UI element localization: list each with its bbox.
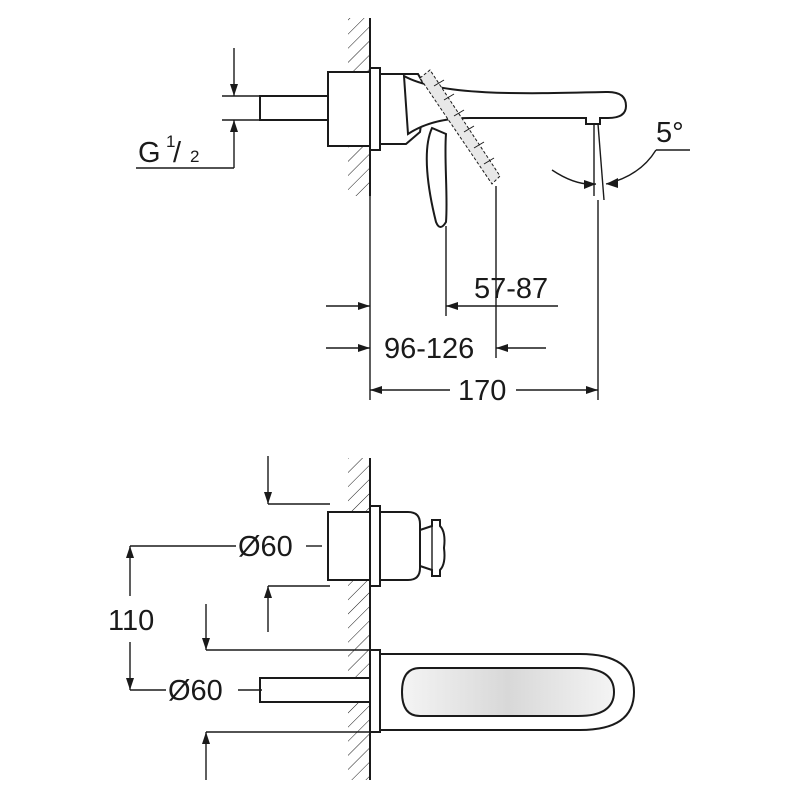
thread-label-num: 1 (166, 132, 175, 151)
lever-range-dimension: 57-87 (326, 273, 558, 310)
thread-dimension: G 1 / 2 (136, 48, 262, 169)
dim-lever-range: 57-87 (474, 273, 548, 305)
lever-ghost (419, 69, 501, 185)
dim-total: 170 (458, 375, 506, 407)
angle-label: 5° (656, 117, 684, 149)
spout-range-dimension: 96-126 (326, 333, 546, 365)
lever-side (425, 126, 448, 228)
lower-dia-dimension: Ø60 (130, 604, 372, 780)
thread-pipe (259, 95, 331, 121)
thread-label-den: 2 (190, 147, 199, 166)
dia-lower: Ø60 (168, 675, 223, 707)
dim-spout-range: 96-126 (384, 333, 474, 365)
dim-spacing: 110 (108, 605, 154, 637)
spout-plan (259, 649, 636, 733)
mixer-body (327, 505, 446, 587)
total-dimension: 170 (370, 375, 598, 407)
top-view: G 1 / 2 5° 57-87 (136, 18, 690, 407)
upper-dia-dimension: Ø60 (130, 456, 330, 632)
thread-label-slash: / (173, 137, 182, 169)
angle-dimension: 5° (551, 117, 690, 201)
bottom-view: Ø60 Ø60 110 (108, 456, 636, 780)
dia-upper: Ø60 (238, 531, 293, 563)
spacing-dimension: 110 (108, 546, 154, 690)
thread-label-main: G (138, 137, 161, 169)
